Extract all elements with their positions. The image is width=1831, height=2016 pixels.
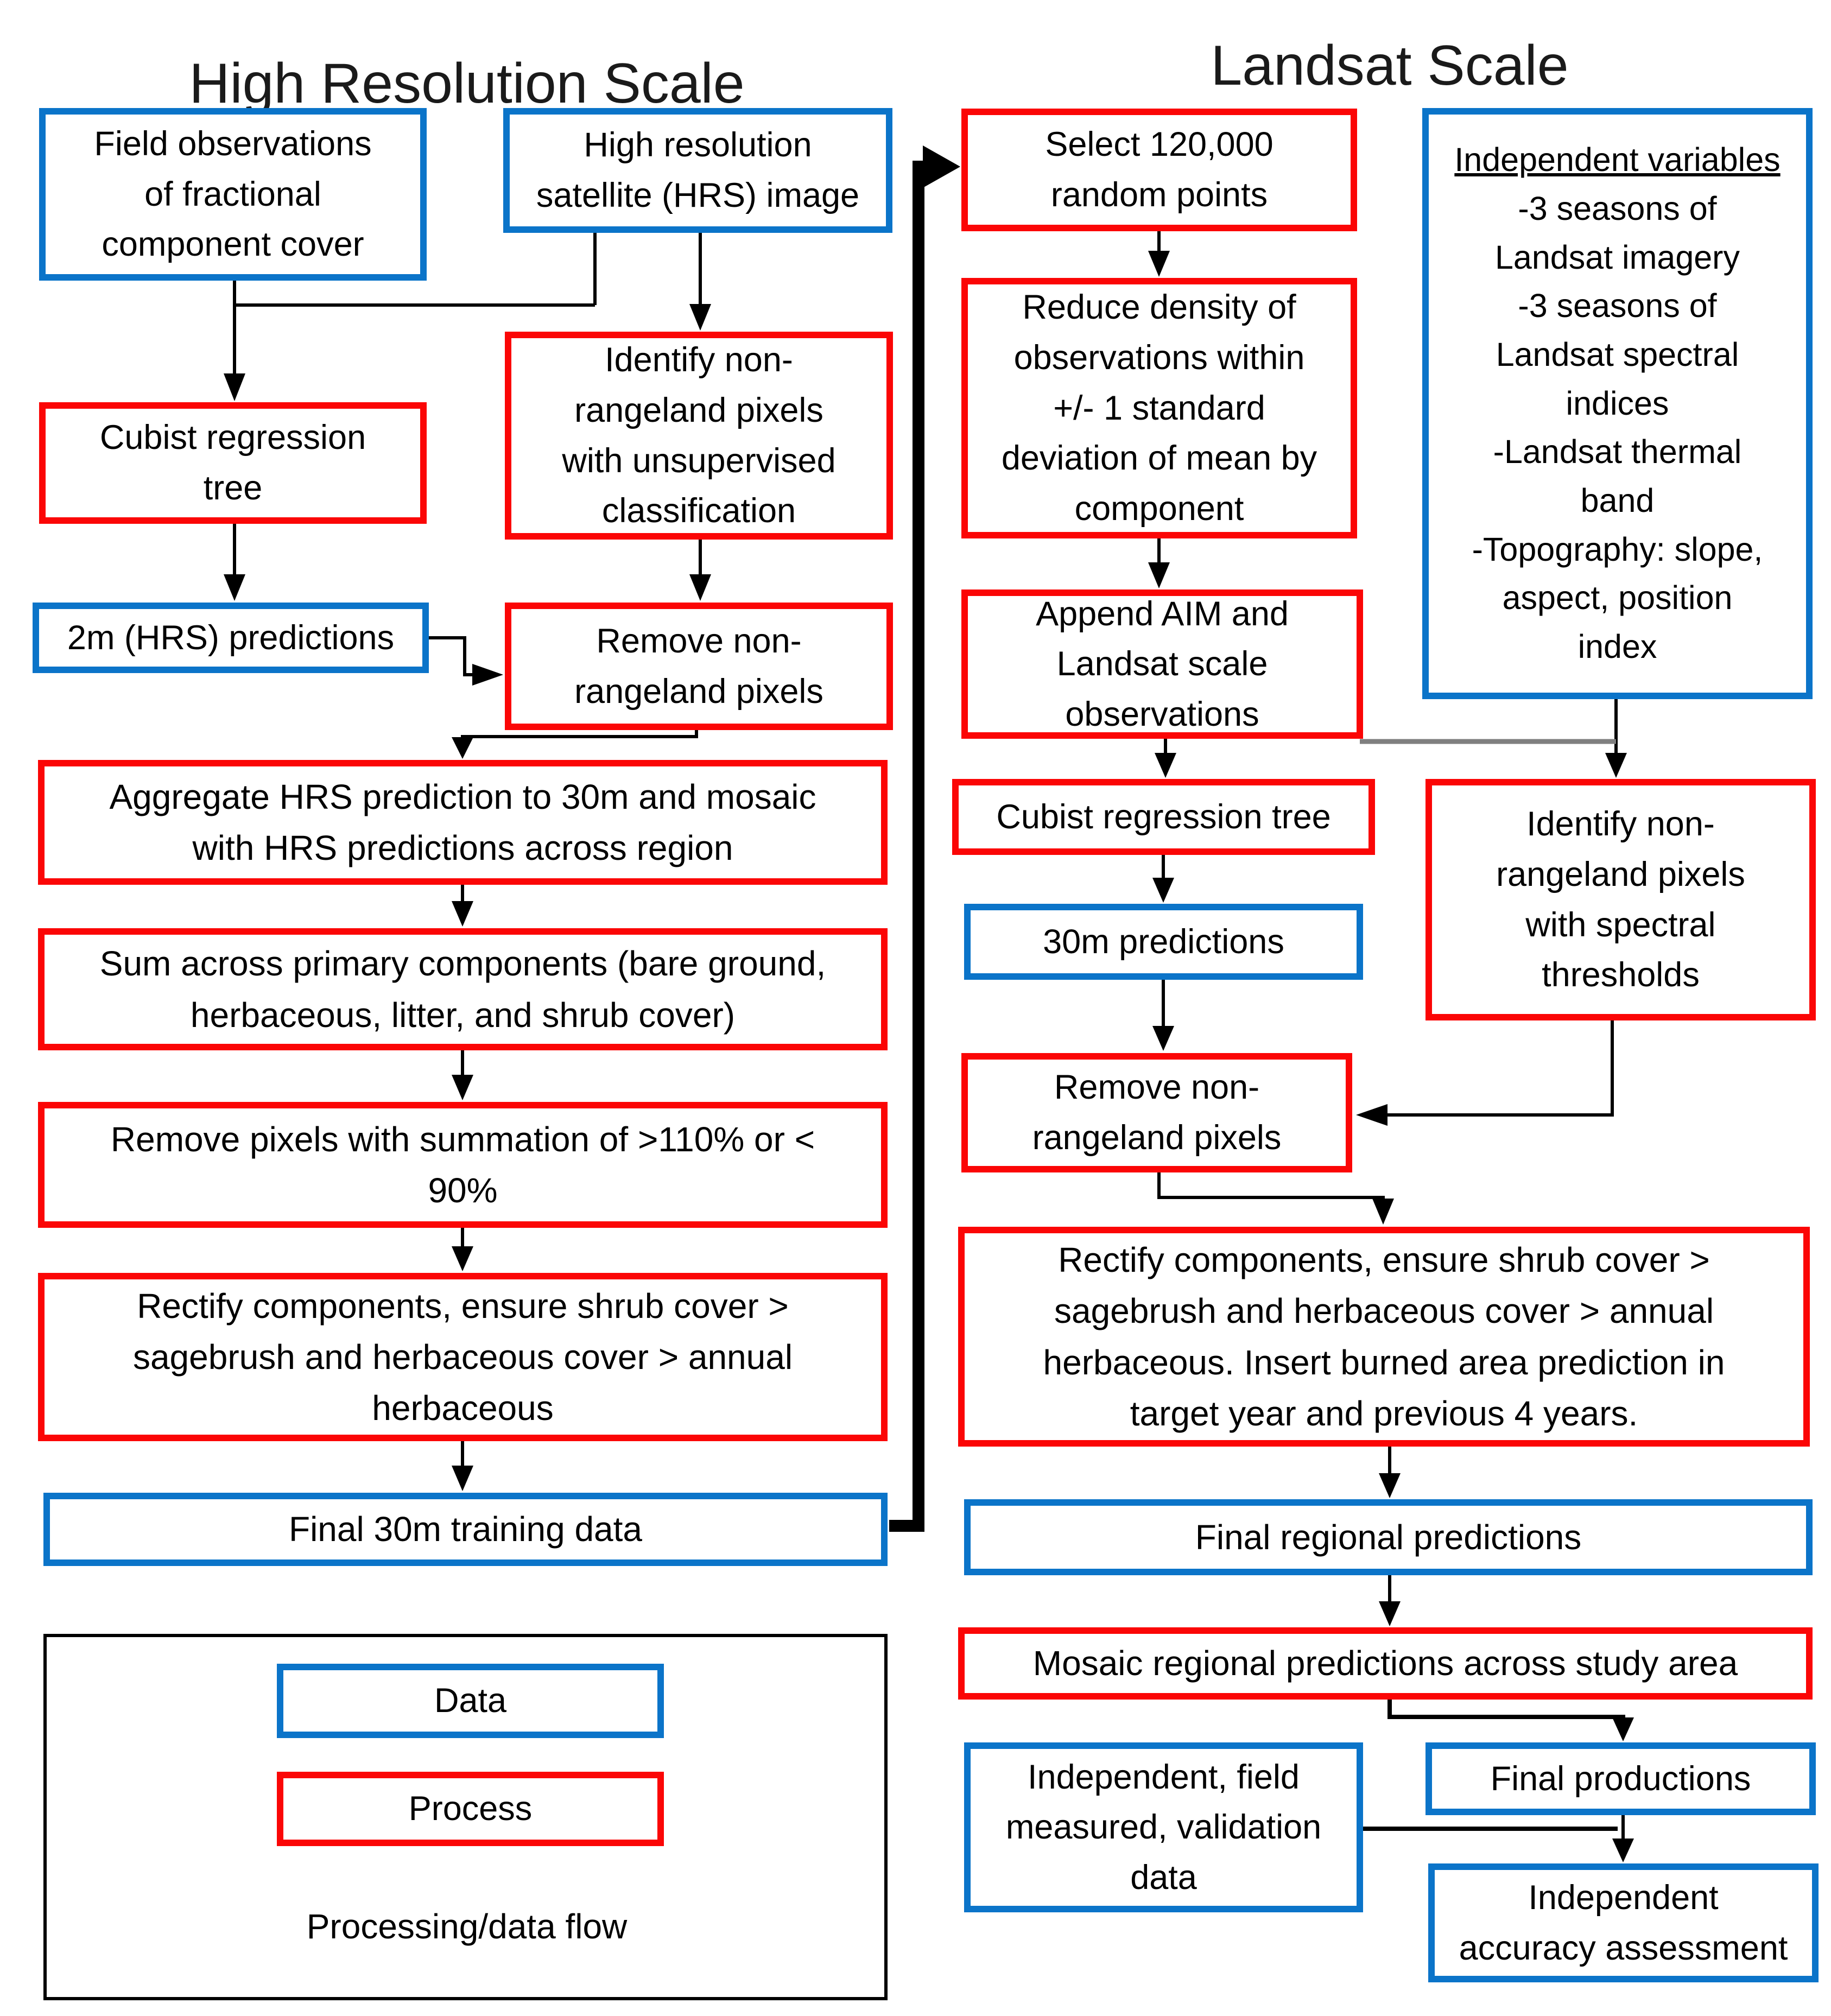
legend-flow-label: Processing/data flow — [306, 1907, 628, 1946]
node-final-regional-predictions: Final regional predictions — [964, 1499, 1813, 1575]
left-flow-arrows — [224, 233, 711, 1491]
node-field-observations: Field observations of fractional compone… — [39, 108, 427, 281]
node-append-aim: Append AIM and Landsat scale observation… — [961, 589, 1363, 739]
node-aggregate-30m: Aggregate HRS prediction to 30m and mosa… — [38, 760, 888, 885]
node-accuracy-assessment: Independent accuracy assessment — [1428, 1863, 1819, 1982]
node-final-30m-training-data: Final 30m training data — [43, 1493, 888, 1566]
node-validation-data: Independent, field measured, validation … — [964, 1742, 1363, 1912]
legend-data-sample: Data — [277, 1664, 664, 1738]
node-2m-hrs-predictions: 2m (HRS) predictions — [33, 603, 429, 673]
node-mosaic-regional-predictions: Mosaic regional predictions across study… — [958, 1627, 1813, 1700]
node-remove-nonrangeland-hrs: Remove non- rangeland pixels — [505, 603, 893, 730]
node-identify-nonrangeland-unsupervised: Identify non- rangeland pixels with unsu… — [505, 332, 893, 540]
right-flow-arrows — [1148, 231, 1634, 1862]
node-identify-nonrangeland-spectral: Identify non- rangeland pixels with spec… — [1425, 779, 1816, 1020]
node-cubist-regression-tree-hrs: Cubist regression tree — [39, 402, 427, 524]
node-rectify-components-landsat: Rectify components, ensure shrub cover >… — [958, 1227, 1810, 1447]
title-landsat-scale: Landsat Scale — [1211, 34, 1569, 97]
node-remove-summation: Remove pixels with summation of >110% or… — [38, 1102, 888, 1228]
independent-variables-heading: Independent variables — [1454, 141, 1781, 179]
node-reduce-density: Reduce density of observations within +/… — [961, 278, 1357, 538]
thick-training-data-connector — [889, 145, 960, 1532]
node-cubist-regression-tree-landsat: Cubist regression tree — [952, 779, 1375, 855]
node-rectify-components-hrs: Rectify components, ensure shrub cover >… — [38, 1273, 888, 1441]
node-final-productions: Final productions — [1425, 1742, 1816, 1815]
node-select-random-points: Select 120,000 random points — [961, 109, 1357, 231]
node-sum-components: Sum across primary components (bare grou… — [38, 928, 888, 1050]
node-remove-nonrangeland-landsat: Remove non- rangeland pixels — [961, 1053, 1352, 1172]
node-independent-variables: Independent variables -3 seasons of Land… — [1422, 108, 1813, 699]
title-high-resolution-scale: High Resolution Scale — [189, 52, 745, 115]
independent-variables-list: -3 seasons of Landsat imagery -3 seasons… — [1472, 190, 1763, 665]
node-hrs-image: High resolution satellite (HRS) image — [503, 108, 892, 233]
node-30m-predictions: 30m predictions — [964, 904, 1363, 980]
legend-process-sample: Process — [277, 1772, 664, 1846]
